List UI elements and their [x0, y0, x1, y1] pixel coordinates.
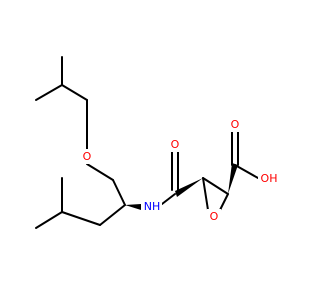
atom-label-ether-o: O	[80, 149, 94, 164]
bond-isobutyl-ch-ch2	[61, 84, 88, 101]
bond-stereocenter-ch2	[99, 204, 126, 226]
bond-nh-carbonyl	[161, 193, 176, 205]
atom-label-amide-nh: NH	[142, 199, 162, 214]
bond-epoxide-c1-o	[202, 177, 209, 211]
atom-label-hydroxyl-oh: OH	[258, 171, 280, 186]
atom-label-amide-o: O	[168, 137, 182, 152]
atom-label-carboxyl-o: O	[228, 117, 242, 132]
atom-text-ether-o: O	[83, 150, 92, 163]
bond-epoxide-c-c	[202, 177, 229, 195]
atom-label-epoxide-o: O	[207, 209, 221, 224]
bond-epoxide-c2-o	[219, 193, 229, 211]
bond-ch2-ch	[61, 211, 101, 226]
atom-text-amide-nh: NH	[144, 200, 161, 213]
bond-ether-o-ch2	[86, 163, 114, 181]
bond-ch-methyl-left	[35, 211, 63, 229]
molecule-structure: O NH O O O OH	[35, 56, 280, 229]
atom-text-epoxide-o: O	[210, 210, 219, 223]
wedge-bond-epoxide-carboxyl	[228, 163, 238, 194]
bond-carboxyl-oh	[234, 164, 259, 179]
bond-isobutyl-methyl-left	[35, 84, 63, 101]
atom-text-hydroxyl-oh: OH	[261, 172, 278, 185]
atom-text-amide-o: O	[171, 138, 180, 151]
wedge-bond-stereocenter-nh	[125, 204, 141, 210]
bond-ch2-stereocenter	[112, 179, 126, 206]
wedge-bond-carbonyl-epoxide	[175, 178, 203, 197]
atom-text-carboxyl-o: O	[231, 118, 240, 131]
